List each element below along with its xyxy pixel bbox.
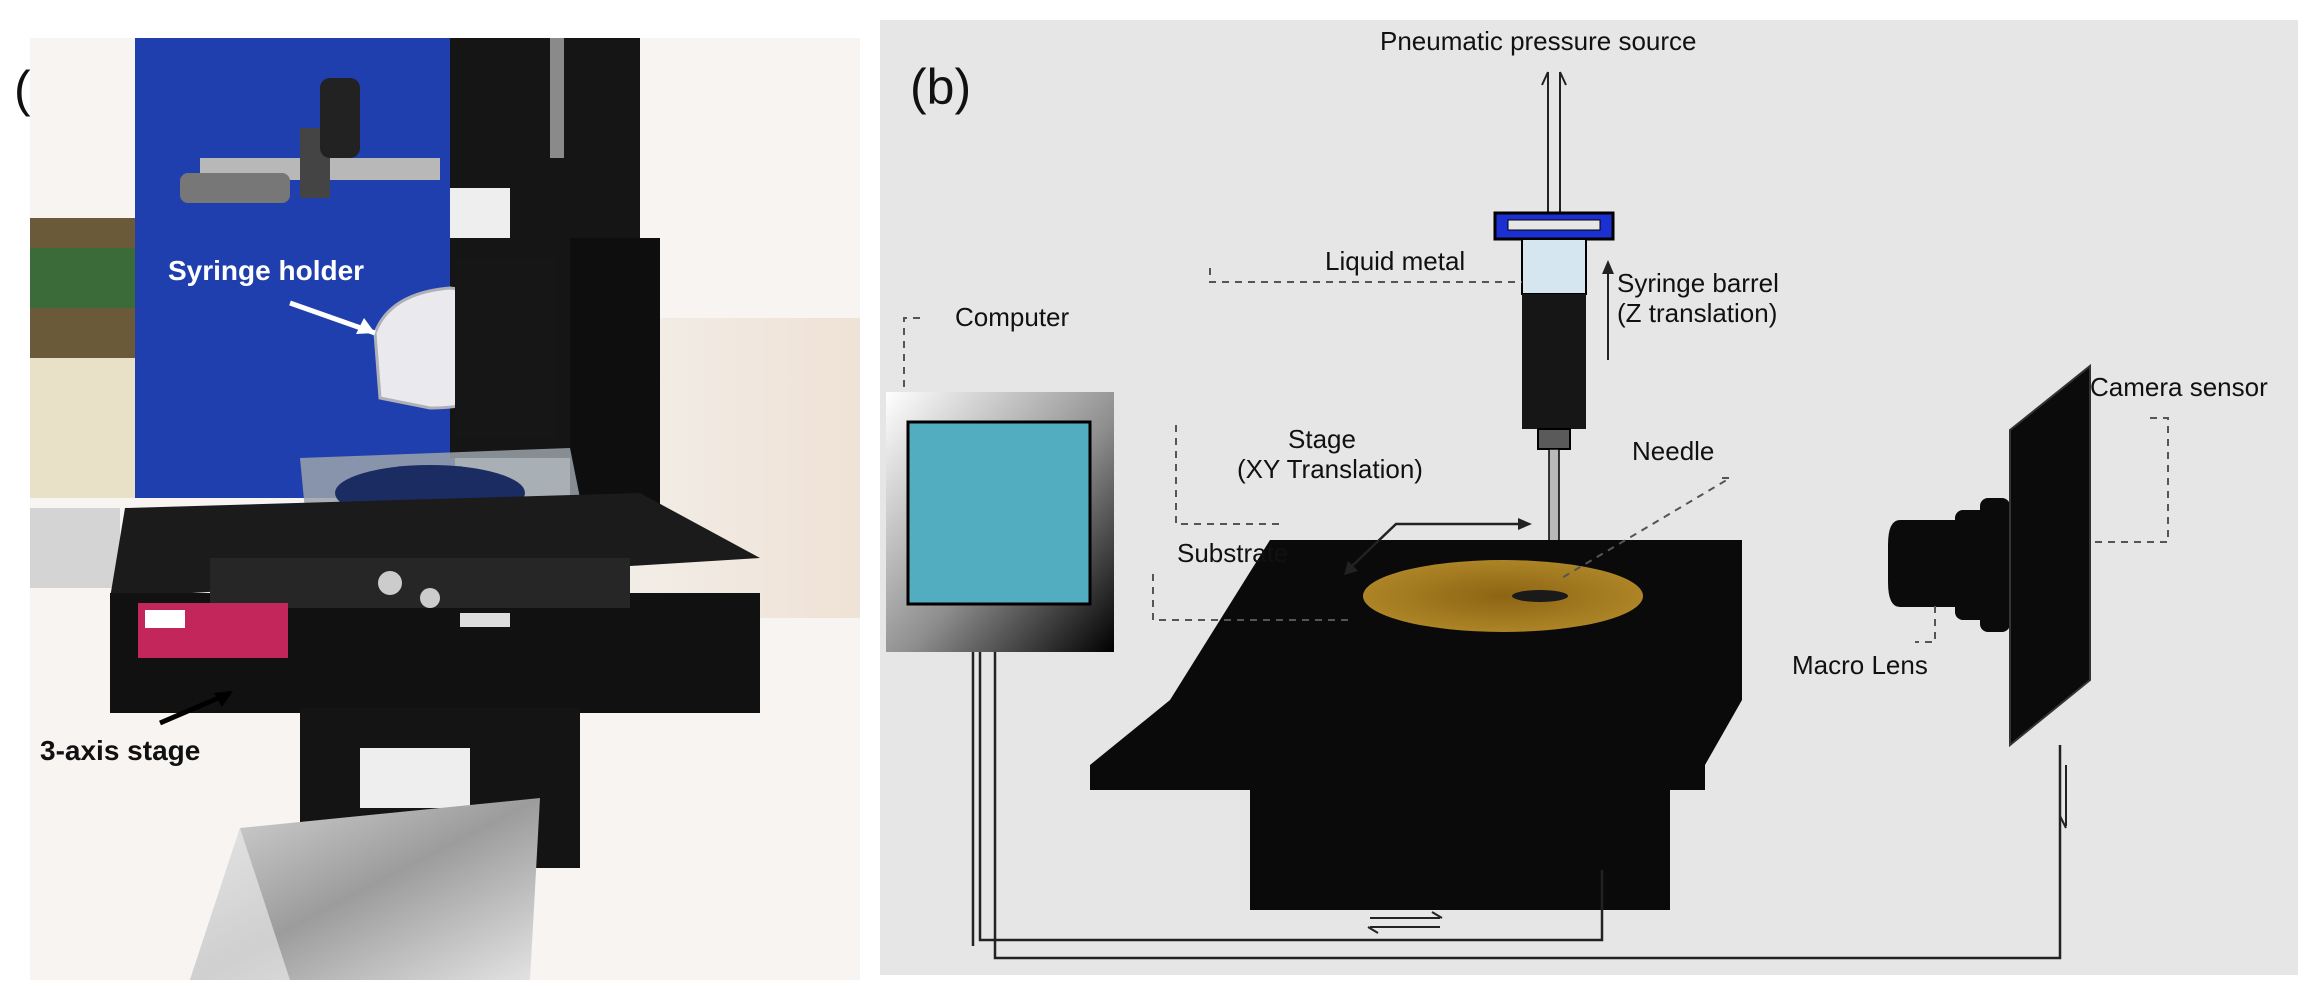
computer-monitor (886, 392, 1114, 652)
stage-label-b: Stage (1288, 424, 1356, 454)
xy-translation-label: (XY Translation) (1237, 454, 1423, 484)
needle-label: Needle (1632, 436, 1715, 466)
macro-lens-label: Macro Lens (1792, 650, 1928, 680)
leader-lines (903, 268, 2169, 643)
z-translation-label: (Z translation) (1617, 298, 1778, 328)
pressure-line (1541, 71, 1567, 215)
pressure-source-label: Pneumatic pressure source (1380, 26, 1697, 56)
computer-label: Computer (955, 302, 1070, 332)
camera-sensor-label: Camera sensor (2090, 372, 2268, 402)
syringe-barrel-label: Syringe barrel (1617, 268, 1779, 298)
photo-3-axis-stage-setup (30, 38, 860, 980)
stage-label: 3-axis stage (40, 735, 201, 766)
substrate-label: Substrate (1177, 538, 1289, 568)
blue-backdrop (135, 38, 455, 498)
xy-translation-arrow (1349, 522, 1524, 569)
schematic-diagram (880, 20, 2298, 975)
stage-block (1090, 540, 1742, 910)
substrate (1363, 560, 1643, 632)
connection-cables (971, 652, 2062, 960)
liquid-metal-label: Liquid metal (1325, 246, 1466, 276)
syringe-holder-label: Syringe holder (168, 255, 365, 286)
cable-direction-arrows (1367, 765, 2067, 934)
liquid-metal-column (1522, 294, 1586, 429)
macro-lens (1888, 498, 2010, 632)
camera-sensor (2009, 363, 2091, 748)
syringe (1493, 211, 1615, 580)
panel-b-label: (b) (910, 59, 972, 115)
